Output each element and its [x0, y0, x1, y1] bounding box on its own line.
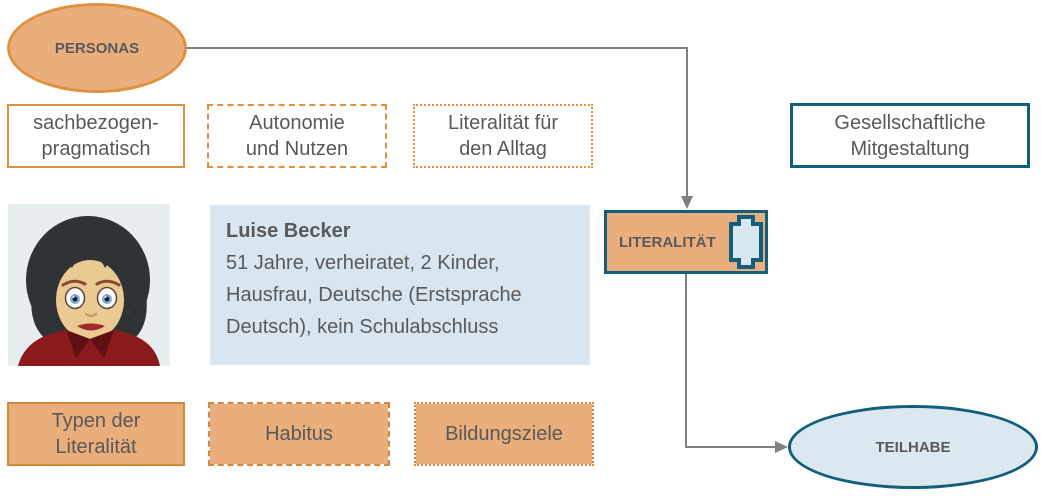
box-sachbezogen-pragmatisch: sachbezogen- pragmatisch	[7, 104, 185, 168]
teilhabe-label: TEILHABE	[875, 438, 951, 456]
box-label: Gesellschaftliche Mitgestaltung	[834, 111, 986, 160]
woman-avatar-icon	[8, 204, 170, 366]
arrowhead-right-icon	[775, 441, 788, 453]
persona-name: Luise Becker	[226, 220, 351, 242]
box-label: Autonomie und Nutzen	[245, 112, 349, 160]
box-habitus: Habitus	[208, 402, 390, 466]
node-literalitaet: LITERALITÄT	[604, 210, 768, 274]
box-label: sachbezogen- pragmatisch	[33, 112, 159, 160]
box-autonomie-und-nutzen: Autonomie und Nutzen	[207, 104, 387, 168]
box-label: Literalität für den Alltag	[447, 112, 559, 160]
box-bildungsziele: Bildungsziele	[414, 402, 594, 466]
box-label: Habitus	[265, 423, 333, 445]
persona-details: 51 Jahre, verheiratet, 2 Kinder, Hausfra…	[226, 252, 522, 338]
persona-avatar	[8, 204, 170, 366]
box-typen-der-literalitaet: Typen der Literalität	[7, 402, 185, 466]
persona-info-box: Luise Becker 51 Jahre, verheiratet, 2 Ki…	[210, 205, 590, 365]
literalitaet-label: LITERALITÄT	[619, 233, 716, 251]
box-label: Bildungsziele	[445, 423, 563, 445]
personas-label: PERSONAS	[54, 39, 140, 57]
node-teilhabe: TEILHABE	[788, 405, 1038, 489]
node-personas: PERSONAS	[7, 3, 187, 93]
cartouche-icon	[729, 215, 763, 269]
arrowhead-down-icon	[681, 196, 693, 209]
box-label: Typen der Literalität	[51, 410, 141, 458]
box-gesellschaftliche-mitgestaltung: Gesellschaftliche Mitgestaltung	[790, 103, 1030, 168]
box-literalitaet-fuer-den-alltag: Literalität für den Alltag	[413, 104, 593, 168]
